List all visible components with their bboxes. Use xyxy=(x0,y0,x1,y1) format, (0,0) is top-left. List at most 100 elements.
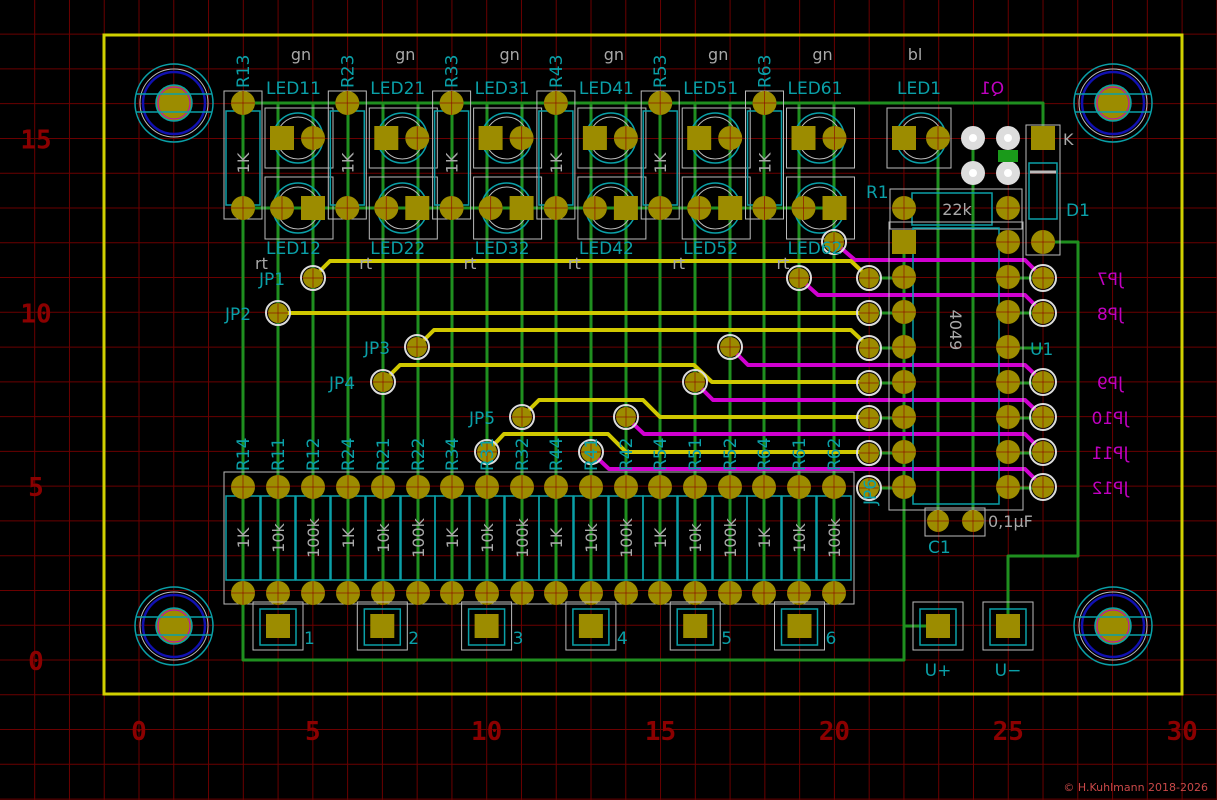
resistor-ref: R61 xyxy=(790,438,810,471)
terminal-courtyard xyxy=(912,601,964,651)
green-trace-power xyxy=(1006,240,1080,626)
back-jumper-label: JP11 xyxy=(1092,444,1130,464)
resistor-value: 10k xyxy=(790,522,809,552)
resistor-value: 1K xyxy=(651,527,670,548)
jumper-ring xyxy=(1029,299,1057,327)
hole-ring-blue xyxy=(141,593,207,659)
jumper-ring xyxy=(856,475,882,501)
resistor-ref: R44 xyxy=(547,438,567,471)
led-ref: LED32 xyxy=(475,239,530,259)
hole-ring xyxy=(1078,591,1148,661)
led-ref: LED62 xyxy=(788,239,843,259)
led-pad-square xyxy=(613,196,638,220)
led-pad-square xyxy=(892,126,916,150)
jumper-ring xyxy=(509,404,535,430)
resistor-value: 100k xyxy=(409,517,428,558)
mounting-hole xyxy=(1073,586,1153,666)
terminal-label: 3 xyxy=(513,629,524,649)
transistor-drill xyxy=(969,169,977,177)
led-courtyard xyxy=(368,176,438,240)
terminal-pad xyxy=(266,614,290,638)
diode-ref: D1 xyxy=(1066,201,1090,221)
terminal-label: 5 xyxy=(721,629,732,649)
led-color: gn xyxy=(708,45,728,64)
led-courtyard xyxy=(786,176,855,240)
resistor-value: 1K xyxy=(547,152,566,173)
ic-value: 4049 xyxy=(946,310,965,351)
led-ref: LED51 xyxy=(683,79,738,99)
resistor-value: 1K xyxy=(755,527,774,548)
jumper-label: JP6 xyxy=(861,479,881,506)
resistor-value: 10k xyxy=(686,522,705,552)
jumper-ring xyxy=(265,300,291,326)
jumper-ring xyxy=(856,370,882,396)
terminal-courtyard xyxy=(252,601,304,651)
led-ref: LED21 xyxy=(370,79,425,99)
back-jumper-label: JP12 xyxy=(1092,479,1130,499)
resistor-ref: R42 xyxy=(617,438,637,471)
resistor-ref: R11 xyxy=(269,438,289,471)
resistor-ref: R32 xyxy=(513,438,533,471)
terminal-courtyard xyxy=(565,601,617,651)
x-tick-label: 20 xyxy=(819,717,850,747)
jumper-ring xyxy=(1029,438,1057,466)
hole-courtyard xyxy=(1073,586,1153,666)
resistor-ref: R64 xyxy=(755,438,775,471)
jumper-ring xyxy=(1029,403,1057,431)
power-label: U+ xyxy=(925,661,952,681)
power-pad xyxy=(926,614,950,638)
led-courtyard xyxy=(681,176,751,240)
labels: 1KR13LED11gnLED12rt1KR23LED21gnLED22rt1K… xyxy=(224,45,1129,681)
led-ref: LED22 xyxy=(370,239,425,259)
led-pad-square xyxy=(374,126,399,150)
resistor-ref: R13 xyxy=(234,55,254,88)
resistor-value: 1K xyxy=(443,527,462,548)
back-jumper-label: JP7 xyxy=(1097,270,1124,290)
terminal-courtyard xyxy=(774,601,825,651)
resistor-value: 1K xyxy=(547,527,566,548)
transistor-drill xyxy=(1004,169,1012,177)
hole-ring xyxy=(1078,68,1148,138)
x-tick-label: 5 xyxy=(305,717,321,747)
resistor-ref: R41 xyxy=(582,438,602,471)
resistor-ref: R24 xyxy=(339,438,359,471)
terminal-outline xyxy=(989,608,1027,646)
led-courtyard xyxy=(577,107,647,169)
r1-ref: R1 xyxy=(866,183,889,203)
terminal-courtyard xyxy=(461,601,513,651)
jumper-ring xyxy=(1029,264,1057,292)
x-tick-label: 25 xyxy=(993,717,1024,747)
resistor-value: 1K xyxy=(234,152,253,173)
resistor-ref: R14 xyxy=(234,438,254,471)
resistor-value: 10k xyxy=(582,522,601,552)
resistor-ref: R21 xyxy=(374,438,394,471)
resistor-value: 100k xyxy=(617,517,636,558)
led-color: rt xyxy=(777,254,790,273)
diode-courtyard xyxy=(1025,124,1061,256)
mounting-hole xyxy=(134,63,214,143)
hole-ring xyxy=(139,591,209,661)
resistor-value: 10k xyxy=(374,522,393,552)
resistor-ref: R33 xyxy=(443,55,463,88)
hole-ring-blue xyxy=(1080,593,1146,659)
resistor-ref: R51 xyxy=(686,438,706,471)
hole-drill xyxy=(1096,609,1130,643)
resistor-ref: R43 xyxy=(547,55,567,88)
led-color: gn xyxy=(291,45,311,64)
terminal-outline xyxy=(919,608,957,646)
jumper-label: JP5 xyxy=(468,409,495,429)
led-pad-square xyxy=(509,196,534,220)
resistor-ref: R12 xyxy=(304,438,324,471)
resistor-ref: R22 xyxy=(409,438,429,471)
via-ring xyxy=(682,369,708,395)
led-courtyard xyxy=(264,107,334,169)
front-trace xyxy=(415,328,871,349)
led1-ref: LED1 xyxy=(897,79,941,99)
led-pad-square xyxy=(301,196,325,220)
hole-drill xyxy=(1096,86,1130,120)
jumper-ring xyxy=(856,265,882,291)
q1-ref: Q1 xyxy=(980,79,1004,99)
terminal-label: 6 xyxy=(826,629,837,649)
power-label: U− xyxy=(995,661,1022,681)
